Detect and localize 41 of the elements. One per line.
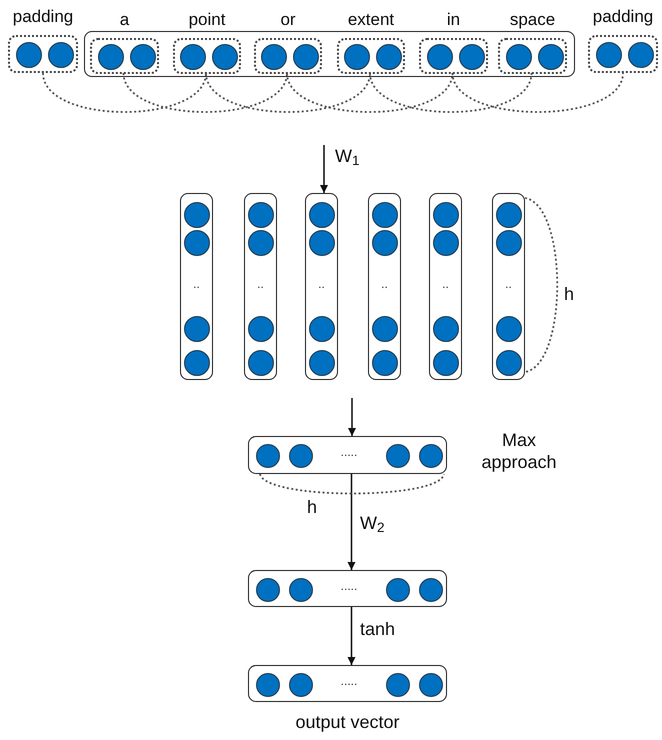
edge-label: W$_{2}$: [360, 512, 385, 534]
ellipsis: .....: [340, 445, 358, 459]
column-vector-box: [492, 193, 525, 380]
column-vector-box: [305, 193, 338, 380]
arrow: [348, 474, 356, 570]
edge-label: tanh: [360, 618, 396, 640]
dotted-connector: [122, 72, 288, 113]
edge-label: W$_{1}$: [335, 145, 360, 167]
dotted-connector: [452, 72, 624, 113]
ellipsis: ..: [192, 278, 201, 290]
word-label: extent: [346, 9, 396, 31]
word-label: a: [118, 9, 130, 31]
dotted-connector: [42, 72, 207, 113]
arrow: [348, 398, 356, 436]
word-label: or: [279, 9, 297, 31]
word-label: in: [446, 9, 462, 31]
dimension-label: h: [564, 283, 574, 305]
word-label: padding: [592, 6, 654, 28]
ellipsis: ..: [504, 278, 513, 290]
node-label: Max approach: [480, 429, 558, 473]
word-label: point: [188, 9, 226, 31]
ellipsis: .....: [340, 674, 358, 688]
dotted-connector: [205, 72, 371, 113]
column-vector-box: [244, 193, 277, 380]
dotted-connector: [286, 72, 454, 113]
ellipsis: ..: [380, 278, 389, 290]
word-label: space: [508, 9, 556, 31]
column-vector-box: [429, 193, 462, 380]
column-vector-box: [180, 193, 213, 380]
node-label: output vector: [294, 711, 401, 733]
arrow: [320, 145, 328, 193]
dimension-label: h: [307, 496, 318, 518]
ellipsis: ..: [317, 278, 326, 290]
ellipsis: ..: [256, 278, 265, 290]
dotted-connector: [369, 72, 532, 113]
ellipsis: .....: [340, 579, 358, 593]
vector-box: [248, 570, 447, 607]
column-vector-box: [368, 193, 401, 380]
arrow: [348, 607, 356, 665]
word-label: padding: [12, 6, 74, 28]
ellipsis: ..: [441, 278, 450, 290]
